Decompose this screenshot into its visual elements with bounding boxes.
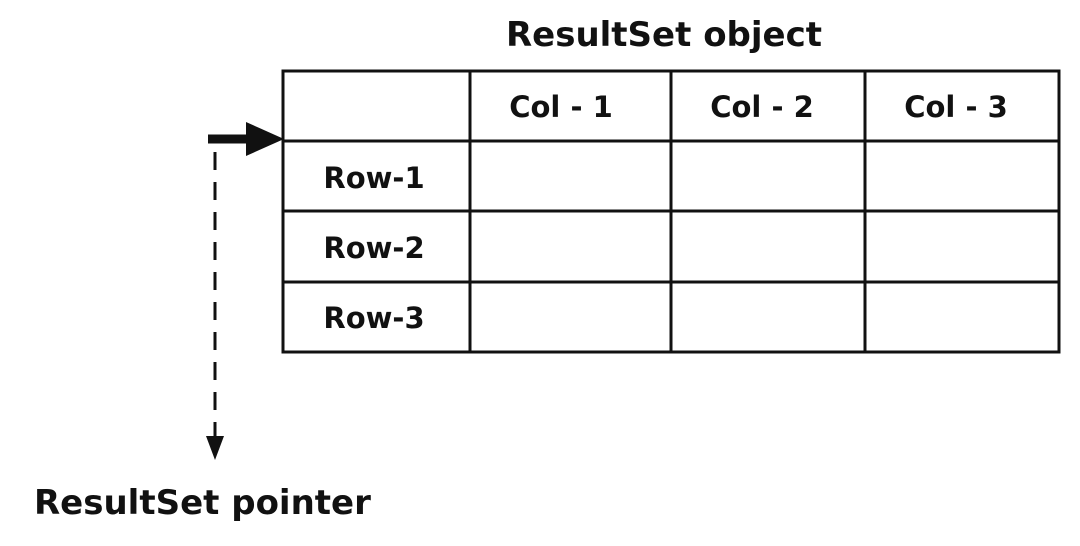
row-header-2: Row-2 [323,231,424,265]
pointer-label: ResultSet pointer [34,483,371,523]
dashed-arrow-head [206,436,224,460]
pointer-arrow-head [246,122,284,156]
column-header-3: Col - 3 [904,90,1008,124]
column-header-2: Col - 2 [710,90,814,124]
diagram-title: ResultSet object [506,15,822,55]
pointer-arrow-icon [208,122,284,156]
row-header-3: Row-3 [323,301,424,335]
row-header-1: Row-1 [323,161,424,195]
dashed-arrow-icon [206,152,224,460]
column-header-1: Col - 1 [509,90,613,124]
resultset-table: Col - 1 Col - 2 Col - 3 Row-1 Row-2 Row-… [281,69,1061,354]
